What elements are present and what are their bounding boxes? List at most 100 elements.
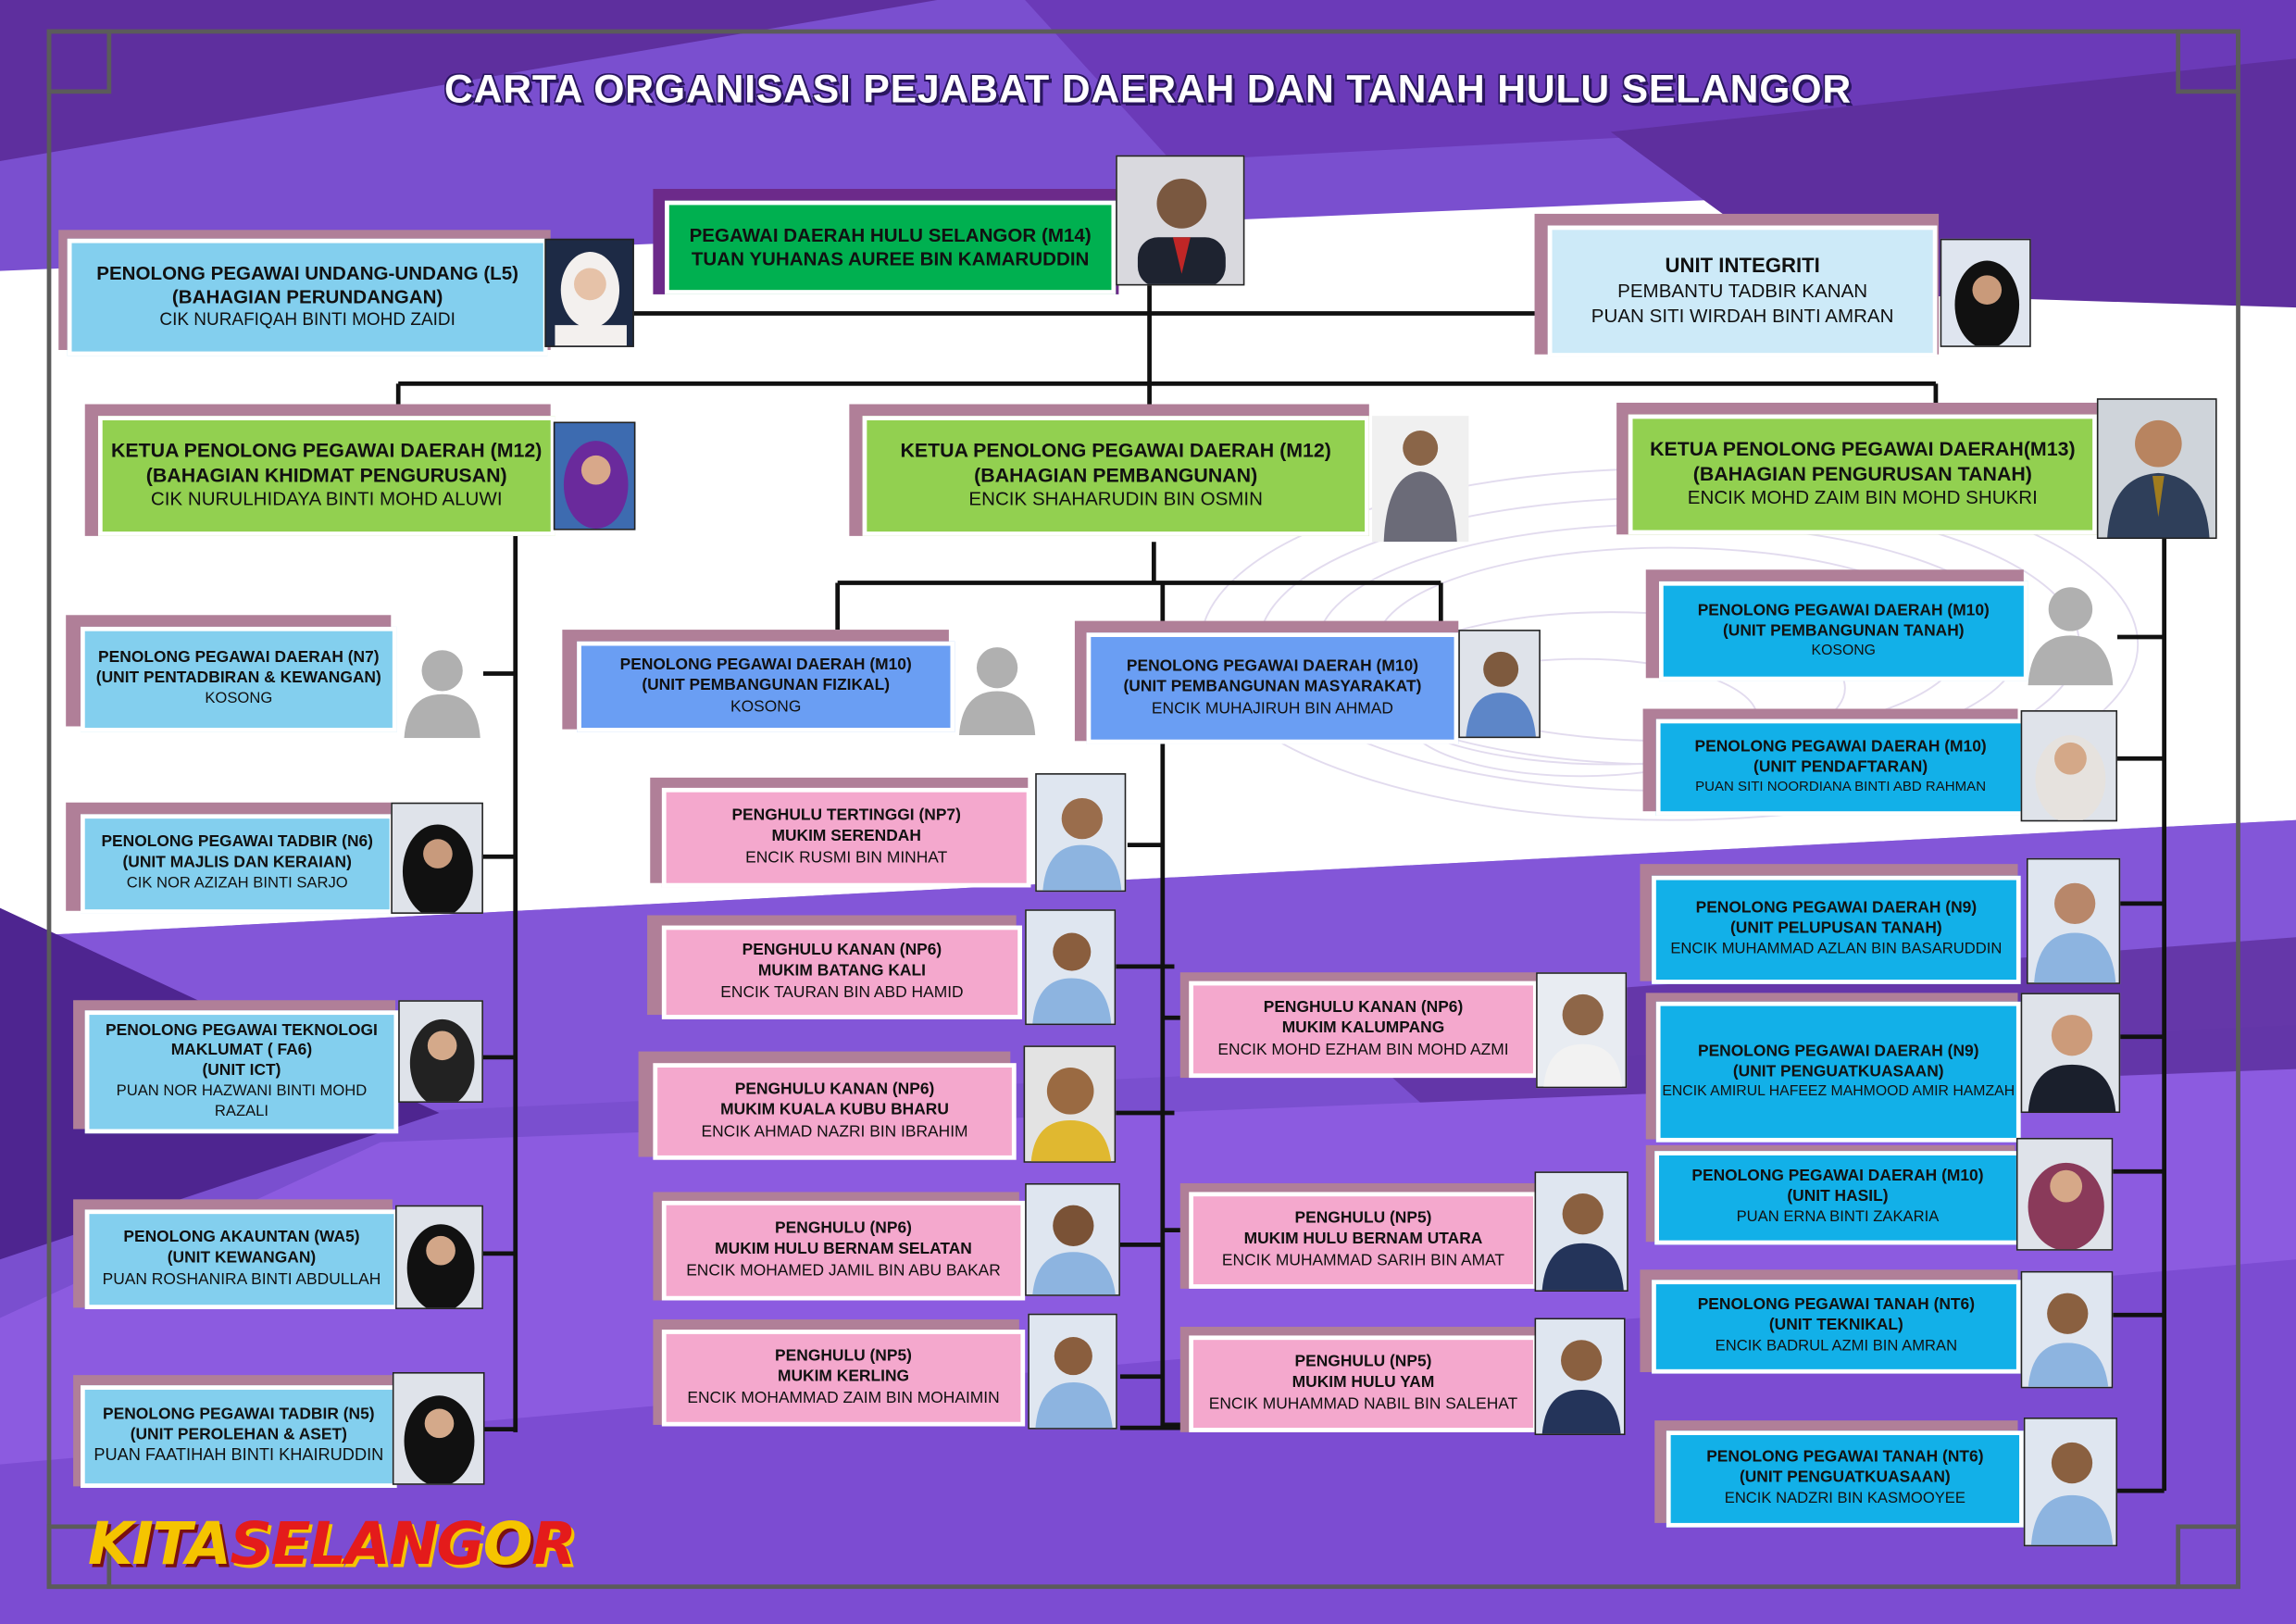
penghulu-right-0-name: ENCIK MOHD EZHAM BIN MOHD AZMI (1217, 1040, 1509, 1058)
penghulu-right-1-photo (1534, 1171, 1628, 1292)
middle-unit-0-title: PENOLONG PEGAWAI DAERAH (M10) (619, 656, 912, 674)
right-box-1-unit: (UNIT PENDAFTARAN) (1753, 758, 1928, 776)
right-box-0-unit: (UNIT PEMBANGUNAN TANAH) (1722, 621, 1965, 640)
right-box-5: PENOLONG PEGAWAI TANAH (NT6) (UNIT TEKNI… (1652, 1280, 2021, 1374)
legal-officer-name: CIK NURAFIQAH BINTI MOHD ZAIDI (159, 309, 455, 331)
logo-text-selang: SELANG (230, 1511, 484, 1579)
left-photo-4 (392, 1371, 485, 1485)
right-box-1: PENOLONG PEGAWAI DAERAH (M10) (UNIT PEND… (1655, 718, 2026, 816)
right-box-1-title: PENOLONG PEGAWAI DAERAH (M10) (1694, 738, 1987, 756)
middle-unit-0: PENOLONG PEGAWAI DAERAH (M10) (UNIT PEMB… (577, 641, 955, 732)
penghulu-left-1-photo (1025, 909, 1117, 1026)
penghulu-right-2-title: PENGHULU (NP5) (1294, 1353, 1432, 1371)
logo-text-r: R (531, 1511, 577, 1579)
penghulu-left-1-name: ENCIK TAURAN BIN ABD HAMID (720, 983, 964, 1002)
page-title: CARTA ORGANISASI PEJABAT DAERAH DAN TANA… (444, 67, 1852, 112)
right-box-0-name: KOSONG (1811, 643, 1876, 660)
penghulu-left-3-name: ENCIK MOHAMED JAMIL BIN ABU BAKAR (686, 1261, 1001, 1280)
left-box-4: PENOLONG PEGAWAI TADBIR (N5) (UNIT PEROL… (80, 1385, 397, 1488)
vacant-person-icon (958, 647, 1036, 735)
kita-selangor-logo: KITASELANGOR (88, 1511, 577, 1579)
right-box-4-name: PUAN ERNA BINTI ZAKARIA (1736, 1207, 1940, 1226)
penghulu-left-2-unit: MUKIM KUALA KUBU BHARU (720, 1101, 949, 1119)
right-box-6-unit: (UNIT PENGUATKUASAAN) (1739, 1468, 1951, 1487)
middle-unit-1: PENOLONG PEGAWAI DAERAH (M10) (UNIT PEMB… (1086, 632, 1459, 744)
land-division-name: ENCIK MOHD ZAIM BIN MOHD SHUKRI (1687, 486, 2038, 509)
right-photo-5 (2020, 1270, 2114, 1389)
middle-unit-1-name: ENCIK MUHAJIRUH BIN AHMAD (1151, 699, 1393, 718)
left-box-2-name: PUAN NOR HAZWANI BINTI MOHD RAZALI (116, 1081, 368, 1120)
left-box-0: PENOLONG PEGAWAI DAERAH (N7) (UNIT PENTA… (80, 626, 397, 732)
frame-corner-bl (46, 1524, 112, 1590)
right-box-3-unit: (UNIT PENGUATKUASAAN) (1732, 1062, 1944, 1081)
middle-unit-0-name: KOSONG (730, 697, 802, 716)
left-box-4-name: PUAN FAATIHAH BINTI KHAIRUDDIN (94, 1447, 384, 1466)
penghulu-left-2: PENGHULU KANAN (NP6) MUKIM KUALA KUBU BH… (653, 1063, 1017, 1160)
vacant-person-icon (404, 650, 480, 739)
right-photo-2 (2026, 857, 2121, 984)
penghulu-right-2-unit: MUKIM HULU YAM (1292, 1373, 1435, 1392)
right-box-2-name: ENCIK MUHAMMAD AZLAN BIN BASARUDDIN (1670, 940, 2003, 958)
right-box-1-name: PUAN SITI NOORDIANA BINTI ABD RAHMAN (1695, 778, 1987, 795)
penghulu-right-0-title: PENGHULU KANAN (NP6) (1263, 998, 1464, 1017)
development-division-name: ENCIK SHAHARUDIN BIN OSMIN (968, 488, 1264, 511)
right-box-5-unit: (UNIT TEKNIKAL) (1768, 1317, 1903, 1335)
penghulu-left-4-photo (1028, 1313, 1117, 1430)
right-box-2: PENOLONG PEGAWAI DAERAH (N9) (UNIT PELUP… (1652, 875, 2021, 984)
left-box-0-unit: (UNIT PENTADBIRAN & KEWANGAN) (95, 669, 381, 688)
penghulu-left-0-title: PENGHULU TERTINGGI (NP7) (731, 806, 961, 825)
management-division-box: KETUA PENOLONG PEGAWAI DAERAH (M12) (BAH… (97, 416, 555, 536)
left-box-3-unit: (UNIT KEWANGAN) (167, 1248, 317, 1267)
right-photo-3 (2020, 993, 2121, 1114)
penghulu-right-0: PENGHULU KANAN (NP6) MUKIM KALUMPANG ENC… (1189, 981, 1538, 1079)
left-box-1-name: CIK NOR AZIZAH BINTI SARJO (126, 874, 348, 893)
penghulu-left-4-unit: MUKIM KERLING (777, 1367, 910, 1385)
development-division-unit: (BAHAGIAN PEMBANGUNAN) (974, 463, 1258, 486)
management-division-title: KETUA PENOLONG PEGAWAI DAERAH (M12) (110, 438, 543, 461)
penghulu-right-0-photo (1536, 972, 1628, 1089)
right-box-3-title: PENOLONG PEGAWAI DAERAH (N9) (1697, 1042, 1979, 1060)
district-officer-title: PEGAWAI DAERAH HULU SELANGOR (M14) (689, 223, 1092, 246)
penghulu-left-0-photo (1035, 773, 1127, 893)
left-box-4-unit: (UNIT PEROLEHAN & ASET) (130, 1425, 347, 1443)
right-box-0: PENOLONG PEGAWAI DAERAH (M10) (UNIT PEMB… (1658, 581, 2028, 681)
left-box-4-title: PENOLONG PEGAWAI TADBIR (N5) (103, 1405, 375, 1423)
development-head-photo (1371, 416, 1469, 543)
penghulu-left-4: PENGHULU (NP5) MUKIM KERLING ENCIK MOHAM… (661, 1330, 1026, 1427)
management-head-photo (553, 421, 636, 531)
right-box-4: PENOLONG PEGAWAI DAERAH (M10) (UNIT HASI… (1654, 1151, 2021, 1245)
logo-pin: O (482, 1511, 533, 1579)
left-box-2-unit: (UNIT ICT) (202, 1062, 281, 1081)
penghulu-left-4-title: PENGHULU (NP5) (775, 1347, 912, 1366)
right-box-5-name: ENCIK BADRUL AZMI BIN AMRAN (1715, 1336, 1958, 1355)
development-division-title: KETUA PENOLONG PEGAWAI DAERAH (M12) (900, 438, 1331, 461)
integrity-unit-title: UNIT INTEGRITI (1665, 254, 1820, 278)
penghulu-left-1: PENGHULU KANAN (NP6) MUKIM BATANG KALI E… (661, 925, 1022, 1019)
left-box-3: PENOLONG AKAUNTAN (WA5) (UNIT KEWANGAN) … (84, 1209, 399, 1309)
penghulu-left-0-unit: MUKIM SERENDAH (771, 827, 921, 845)
penghulu-left-0: PENGHULU TERTINGGI (NP7) MUKIM SERENDAH … (661, 787, 1031, 888)
right-box-6-title: PENOLONG PEGAWAI TANAH (NT6) (1706, 1448, 1984, 1467)
vacant-person-icon (2028, 587, 2114, 686)
right-box-3: PENOLONG PEGAWAI DAERAH (N9) (UNIT PENGU… (1655, 1001, 2021, 1143)
integrity-unit-name: PUAN SITI WIRDAH BINTI AMRAN (1591, 304, 1894, 327)
left-box-1-unit: (UNIT MAJLIS DAN KERAIAN) (122, 854, 352, 872)
penghulu-right-1-unit: MUKIM HULU BERNAM UTARA (1243, 1230, 1483, 1248)
left-box-0-title: PENOLONG PEGAWAI DAERAH (N7) (98, 649, 380, 668)
integrity-officer-photo (1940, 238, 2031, 347)
legal-officer-title: PENOLONG PEGAWAI UNDANG-UNDANG (L5) (96, 262, 519, 284)
right-photo-1 (2020, 710, 2118, 822)
left-box-3-title: PENOLONG AKAUNTAN (WA5) (123, 1229, 360, 1247)
legal-officer-box: PENOLONG PEGAWAI UNDANG-UNDANG (L5) (BAH… (67, 238, 548, 356)
penghulu-right-1-name: ENCIK MUHAMMAD SARIH BIN AMAT (1221, 1251, 1505, 1269)
penghulu-left-3-photo (1025, 1182, 1120, 1296)
middle-unit-1-title: PENOLONG PEGAWAI DAERAH (M10) (1126, 657, 1419, 676)
penghulu-right-1-title: PENGHULU (NP5) (1294, 1209, 1432, 1228)
penghulu-left-1-unit: MUKIM BATANG KALI (757, 961, 926, 980)
left-box-2-title2: MAKLUMAT ( FA6) (170, 1042, 313, 1060)
management-division-name: CIK NURULHIDAYA BINTI MOHD ALUWI (150, 488, 503, 511)
left-photo-1 (391, 802, 483, 914)
penghulu-left-2-title: PENGHULU KANAN (NP6) (734, 1081, 935, 1099)
